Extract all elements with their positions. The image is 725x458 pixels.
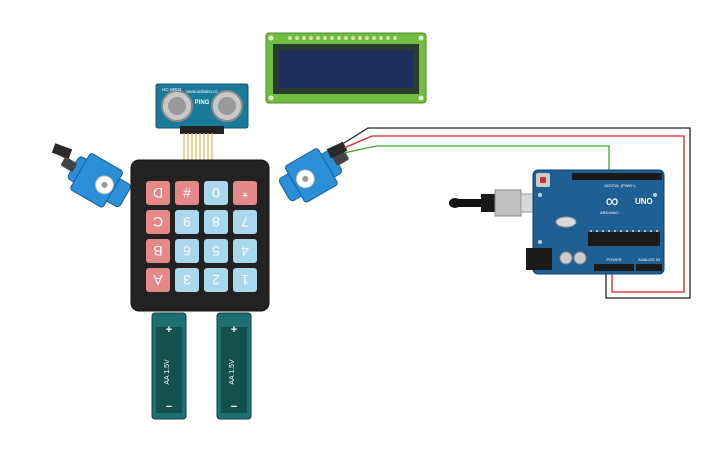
keypad[interactable]: D #0 * C 9 8 7B 6 5 4A 3 2 1: [130, 159, 270, 312]
chip-pins: [590, 230, 658, 232]
model-label: UNO: [635, 197, 653, 206]
battery-1[interactable]: + − AA 1.5V: [151, 312, 187, 420]
keypad-key-4[interactable]: 4: [233, 239, 257, 263]
capacitor-2: [573, 251, 587, 265]
sensor-ping-label: PING: [195, 100, 210, 106]
sensor-small-label: www.arduino.cc: [186, 89, 218, 94]
keypad-key-5[interactable]: 5: [204, 239, 228, 263]
battery-2[interactable]: + − AA 1.5V: [216, 312, 252, 420]
battery-1-plus: +: [166, 324, 172, 336]
ultrasonic-sensor[interactable]: www.arduino.cc PING HC-SR04: [155, 83, 249, 134]
keypad-key-0[interactable]: 0: [204, 181, 228, 205]
keypad-key-label: 7: [241, 214, 249, 230]
keypad-key-label: 6: [183, 243, 191, 259]
battery-1-minus: −: [166, 401, 172, 413]
keypad-key-1[interactable]: 1: [233, 268, 257, 292]
digital-label: DIGITAL (PWM~): [605, 183, 637, 188]
keypad-key-6[interactable]: 6: [175, 239, 199, 263]
keypad-key-3[interactable]: 3: [175, 268, 199, 292]
keypad-key-9[interactable]: 9: [175, 210, 199, 234]
servo-left-connector: [51, 143, 73, 159]
capacitor-1: [559, 251, 573, 265]
keypad-key-C[interactable]: C: [146, 210, 170, 234]
lcd-pin-row: [288, 36, 397, 40]
keypad-key-A[interactable]: A: [146, 268, 170, 292]
keypad-key-label: B: [153, 243, 162, 259]
analog-header: [636, 264, 662, 271]
keypad-key-label: 2: [212, 272, 220, 288]
servo-right[interactable]: [274, 137, 357, 209]
keypad-key-label: C: [153, 214, 163, 230]
power-jack: [526, 248, 552, 270]
keypad-key-#[interactable]: #: [175, 181, 199, 205]
keypad-key-label: #: [183, 185, 191, 201]
keypad-key-label: D: [153, 185, 163, 201]
sensor-model-label: HC-SR04: [162, 87, 182, 92]
sensor-ribbon-wires: [183, 133, 213, 162]
wire-green[interactable]: [343, 145, 610, 172]
reset-button[interactable]: [540, 177, 546, 183]
keypad-key-8[interactable]: 8: [204, 210, 228, 234]
servo-left[interactable]: [52, 143, 135, 215]
keypad-keys[interactable]: D #0 * C 9 8 7B 6 5 4A 3 2 1: [146, 181, 257, 292]
wire-red[interactable]: [343, 135, 685, 293]
power-label: POWER: [606, 257, 621, 262]
battery-2-plus: +: [231, 324, 237, 336]
keypad-key-2[interactable]: 2: [204, 268, 228, 292]
atmega-chip: [588, 232, 660, 246]
keypad-key-B[interactable]: B: [146, 239, 170, 263]
arduino-uno[interactable]: DIGITAL (PWM~) ∞ UNO ARDUINO POWER ANALO…: [526, 169, 665, 275]
digital-header: [572, 173, 662, 180]
keypad-key-label: A: [153, 272, 163, 288]
keypad-key-D[interactable]: D: [146, 181, 170, 205]
lcd-display[interactable]: [265, 32, 427, 104]
sensor-header: [180, 126, 224, 134]
brand-label: ARDUINO: [600, 210, 618, 215]
keypad-key-label: *: [242, 185, 248, 201]
battery-2-label: AA 1.5V: [229, 359, 236, 385]
arduino-logo-icon: ∞: [606, 191, 619, 211]
keypad-key-label: 5: [212, 243, 220, 259]
keypad-key-label: 8: [212, 214, 220, 230]
keypad-key-*[interactable]: *: [233, 181, 257, 205]
crystal: [555, 216, 577, 228]
keypad-key-label: 0: [212, 185, 220, 201]
keypad-key-label: 4: [241, 243, 249, 259]
battery-1-label: AA 1.5V: [164, 359, 171, 385]
wire-black[interactable]: [343, 127, 691, 299]
keypad-key-label: 3: [183, 272, 191, 288]
keypad-key-label: 1: [241, 272, 249, 288]
analog-label: ANALOG IN: [638, 257, 660, 262]
lcd-screen: [279, 50, 413, 88]
servo-right-connector: [326, 141, 348, 159]
battery-2-minus: −: [231, 401, 237, 413]
keypad-key-label: 9: [183, 214, 191, 230]
usb-cable[interactable]: [449, 189, 552, 217]
keypad-key-7[interactable]: 7: [233, 210, 257, 234]
power-header: [594, 264, 634, 271]
